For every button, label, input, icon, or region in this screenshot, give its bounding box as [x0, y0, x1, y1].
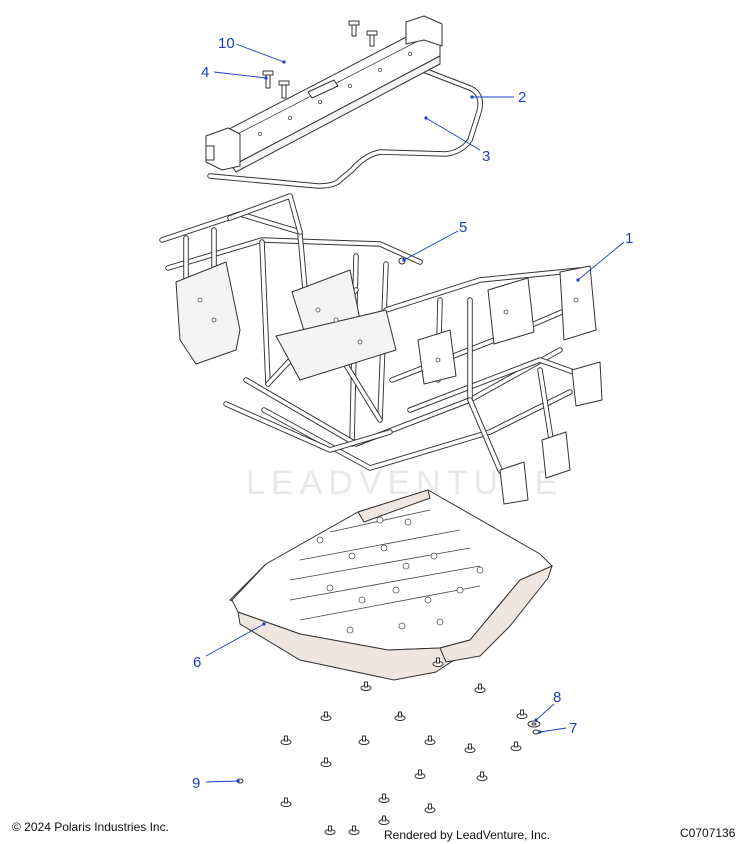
seat-support-assembly[interactable] — [205, 15, 483, 189]
fastener-part-7[interactable] — [532, 729, 540, 735]
mounting-fastener-stem — [324, 711, 328, 718]
mounting-fastener-stem — [362, 735, 366, 742]
mounting-fastener-stem — [468, 743, 472, 750]
callout-10: 10 — [218, 35, 235, 52]
washer-part-8[interactable] — [527, 720, 541, 728]
mounting-fastener-stem — [428, 803, 432, 810]
mounting-fastener-stem — [364, 681, 368, 688]
mounting-fastener-stem — [382, 793, 386, 800]
mounting-fastener-stem — [418, 769, 422, 776]
callout-1: 1 — [625, 230, 633, 247]
fastener-set — [280, 657, 528, 836]
mounting-fastener-stem — [436, 657, 440, 664]
callout-9: 9 — [192, 775, 200, 792]
mounting-fastener-stem — [480, 771, 484, 778]
mounting-fastener-stem — [328, 825, 332, 832]
callout-3: 3 — [482, 148, 490, 165]
callout-7: 7 — [569, 720, 577, 737]
mounting-fastener-stem — [382, 815, 386, 822]
bolt-part-10[interactable] — [348, 20, 378, 47]
skid-plate[interactable] — [229, 489, 553, 681]
callout-leaders — [205, 43, 625, 783]
mounting-fastener-stem — [324, 757, 328, 764]
mounting-fastener-stem — [478, 683, 482, 690]
mounting-fastener-stem — [398, 711, 402, 718]
mounting-fastener-stem — [520, 709, 524, 716]
callout-4: 4 — [201, 64, 209, 81]
copyright-text: © 2024 Polaris Industries Inc. — [12, 820, 169, 834]
main-frame[interactable] — [159, 193, 603, 505]
mounting-fastener-stem — [284, 797, 288, 804]
callout-numbers: 10 4 2 3 5 1 6 8 7 9 — [192, 35, 633, 792]
rendered-by-text: Rendered by LeadVenture, Inc. — [384, 828, 551, 842]
diagram-code: C0707136 — [680, 826, 736, 840]
mounting-fastener-stem — [514, 741, 518, 748]
callout-8: 8 — [553, 689, 561, 706]
mounting-fastener-stem — [428, 735, 432, 742]
callout-2: 2 — [518, 89, 526, 106]
callout-6: 6 — [193, 654, 201, 671]
bolt-part-4[interactable] — [262, 70, 290, 99]
mounting-fastener-stem — [352, 825, 356, 832]
callout-5: 5 — [459, 219, 467, 236]
mounting-fastener-stem — [284, 735, 288, 742]
